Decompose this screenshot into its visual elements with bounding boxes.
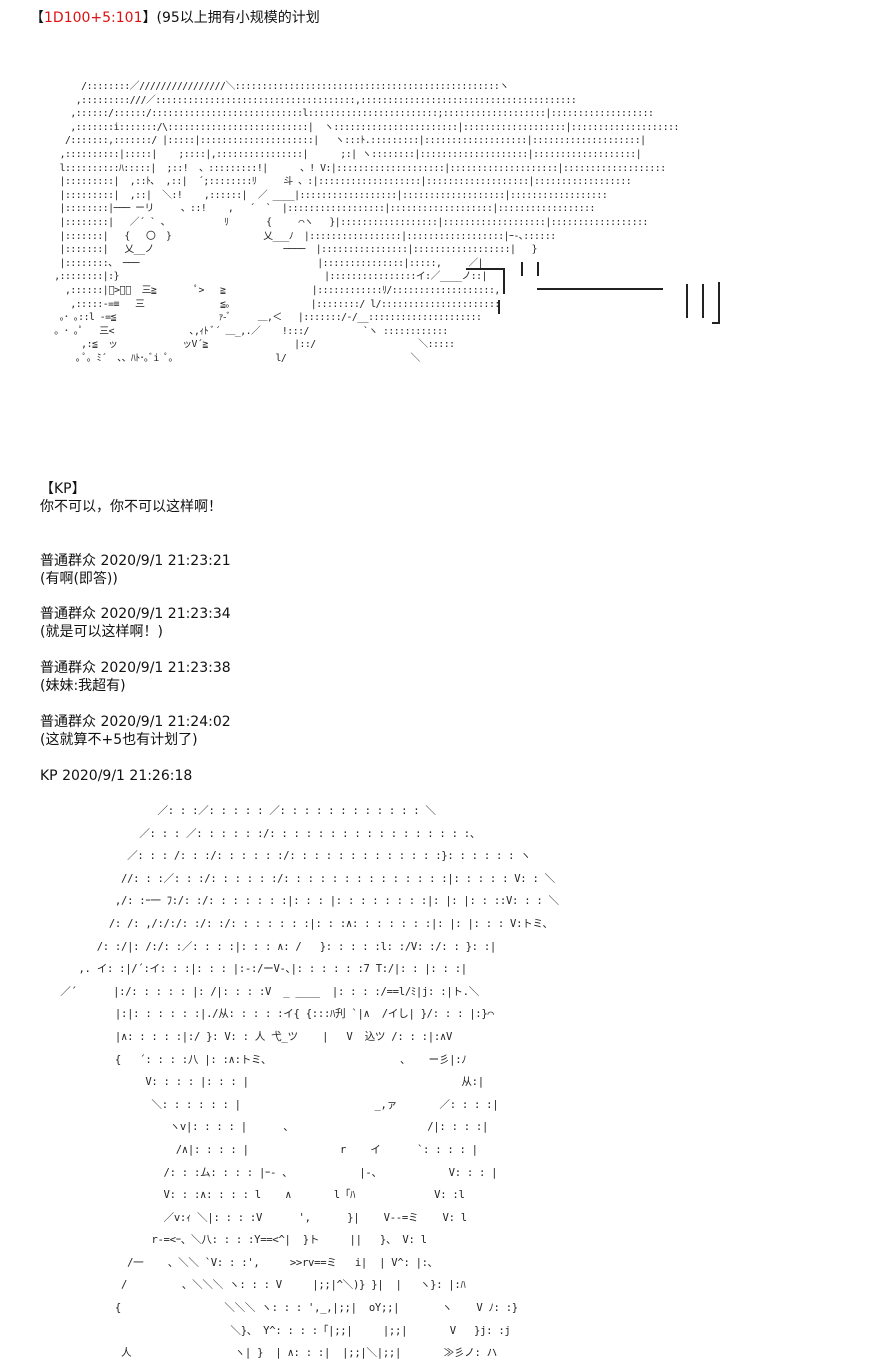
comment-text: (妹妹:我超有) — [40, 678, 126, 694]
comment-3: 普通群众 2020/9/1 21:23:38 (妹妹:我超有) — [40, 659, 231, 695]
comment-author: 普通群众 — [40, 553, 96, 569]
kp-post-time: 2020/9/1 21:26:18 — [62, 768, 193, 784]
comment-time: 2020/9/1 21:23:38 — [100, 660, 231, 676]
comment-author: 普通群众 — [40, 714, 96, 730]
roll-header: 【1D100+5:101】(95以上拥有小规模的计划 — [30, 8, 320, 28]
comment-text: (这就算不+5也有计划了) — [40, 732, 198, 748]
bracket-close: 】 — [142, 10, 157, 26]
comment-author: 普通群众 — [40, 606, 96, 622]
comment-2: 普通群众 2020/9/1 21:23:34 (就是可以这样啊！) — [40, 605, 231, 641]
comment-text: (就是可以这样啊！) — [40, 624, 163, 640]
ascii-art-bottom: ／: : :／: : : : : ／: : : : : : : : : : : … — [60, 805, 559, 1360]
comment-text: (有啊(即答)) — [40, 571, 118, 587]
comment-time: 2020/9/1 21:23:21 — [100, 553, 231, 569]
kp-speech: 【KP】 你不可以，你不可以这样啊！ — [40, 480, 222, 516]
comment-time: 2020/9/1 21:23:34 — [100, 606, 231, 622]
ascii-art-top: /::::::::／////////////////＼:::::::::::::… — [54, 81, 679, 364]
kp-post-author: KP — [40, 768, 58, 784]
kp-name: 【KP】 — [40, 481, 86, 497]
comment-time: 2020/9/1 21:24:02 — [100, 714, 231, 730]
roll-text: (95以上拥有小规模的计划 — [156, 10, 320, 26]
kp-post-header: KP 2020/9/1 21:26:18 — [40, 767, 192, 785]
comment-author: 普通群众 — [40, 660, 96, 676]
comment-1: 普通群众 2020/9/1 21:23:21 (有啊(即答)) — [40, 552, 231, 588]
dice-roll: 1D100+5:101 — [44, 10, 143, 26]
bracket-open: 【 — [30, 10, 44, 26]
kp-line: 你不可以，你不可以这样啊！ — [40, 499, 222, 515]
comment-4: 普通群众 2020/9/1 21:24:02 (这就算不+5也有计划了) — [40, 713, 231, 749]
